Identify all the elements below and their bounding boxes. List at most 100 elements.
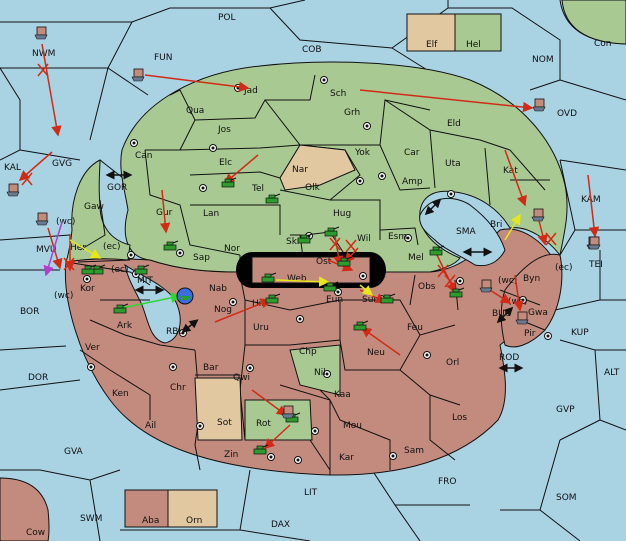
fleet-unit-mvu[interactable] [35,212,49,226]
land-label-obs[interactable]: Obs [418,282,436,292]
land-label-sam[interactable]: Sam [404,446,424,456]
fleet-unit-rha[interactable] [531,208,545,222]
land-label-ail[interactable]: Ail [145,421,156,431]
land-label-eld[interactable]: Eld [447,119,461,129]
land-label-nil[interactable]: Nil [314,368,326,378]
land-label-chp[interactable]: Chp [299,347,317,357]
sea-label-gva[interactable]: GVA [64,447,84,457]
sea-label-sma[interactable]: SMA [456,227,476,237]
land-label-esm[interactable]: Esm [388,232,407,242]
land-label-ark[interactable]: Ark [117,321,133,331]
territory-sot[interactable] [194,377,243,441]
army-unit-eun[interactable] [323,281,339,292]
land-label-uru[interactable]: Uru [253,323,269,333]
land-label-web[interactable]: Web [287,274,307,284]
land-label-jos[interactable]: Jos [217,125,231,135]
sea-label-bor[interactable]: BOR [20,307,39,317]
land-label-eun[interactable]: Eun [326,295,343,305]
sea-label-ovd[interactable]: OVD [557,109,577,119]
land-label-nog[interactable]: Nog [214,305,232,315]
sea-label-rod[interactable]: ROD [499,353,519,363]
sea-label-kal[interactable]: KAL [4,163,21,173]
army-unit-mel[interactable] [429,245,445,256]
fleet-unit-kal[interactable] [6,183,20,197]
land-label-wil[interactable]: Wil [357,234,371,244]
fleet-unit-nwm[interactable] [34,26,48,40]
land-label-sch[interactable]: Sch [330,89,346,99]
land-label-ken[interactable]: Ken [112,389,129,399]
land-label-zin[interactable]: Zin [224,450,238,460]
land-label-hug[interactable]: Hug [333,209,351,219]
land-label-kor[interactable]: Kor [80,284,95,294]
land-label-chr[interactable]: Chr [170,383,186,393]
fleet-unit-fun[interactable] [131,68,145,82]
army-unit-sun[interactable] [380,293,396,304]
land-label-nab[interactable]: Nab [209,284,227,294]
land-label-byn[interactable]: Byn [523,274,540,284]
sea-label-som[interactable]: SOM [556,493,577,503]
sea-label-alt[interactable]: ALT [604,368,620,378]
land-label-mel[interactable]: Mel [408,253,424,263]
land-label-skr[interactable]: Skr [286,237,301,247]
army-unit-web[interactable] [261,272,277,283]
fleet-unit-kam[interactable] [587,236,601,250]
land-label-olk[interactable]: Olk [305,183,321,193]
sea-label-pol[interactable]: POL [218,13,236,23]
territory-rot[interactable] [244,399,313,441]
fleet-unit-buc[interactable] [479,279,493,293]
land-label-her[interactable]: Her [70,243,86,253]
army-unit-skr[interactable] [297,233,313,244]
army-unit-zin[interactable] [253,444,269,455]
territory-nar[interactable] [279,144,356,191]
sea-label-gvg[interactable]: GVG [52,159,72,169]
sea-label-lit[interactable]: LIT [304,488,318,498]
land-label-grh[interactable]: Grh [344,108,360,118]
army-unit-neu[interactable] [353,320,369,331]
sea-label-cow[interactable]: Cow [26,528,45,538]
army-unit-gur[interactable] [163,240,179,251]
sea-label-rbu[interactable]: RBU [166,327,185,337]
land-label-kar[interactable]: Kar [339,453,354,463]
sea-label-mvu[interactable]: MVU [36,245,57,255]
army-unit-obs[interactable] [449,287,465,298]
fleet-unit-gwa[interactable] [515,311,529,325]
army-unit-ost[interactable] [337,256,353,267]
army-unit-wil[interactable] [324,226,340,237]
sea-label-gor[interactable]: GOR [107,183,127,193]
land-label-yok[interactable]: Yok [354,148,371,158]
land-label-kaa[interactable]: Kaa [334,390,351,400]
land-label-can[interactable]: Can [135,151,153,161]
army-unit-tel[interactable] [265,193,281,204]
sea-label-swm[interactable]: SWM [80,514,102,524]
army-unit-kor[interactable] [81,264,97,275]
territory-nil[interactable] [289,344,341,396]
fleet-unit-ovd[interactable] [532,98,546,112]
army-unit-sap[interactable] [134,264,150,275]
convoy-fleet-marker[interactable] [176,287,194,305]
land-label-bri[interactable]: Bri [490,220,502,230]
land-label-sap[interactable]: Sap [193,253,210,263]
land-label-feu[interactable]: Feu [407,323,423,333]
land-label-nor[interactable]: Nor [224,244,240,254]
land-label-pir[interactable]: Pir [524,329,536,339]
land-label-gwa[interactable]: Gwa [528,308,548,318]
land-label-hil[interactable]: Hil [252,299,264,309]
sea-label-dor[interactable]: DOR [28,373,48,383]
land-label-los[interactable]: Los [452,413,467,423]
sea-label-gvp[interactable]: GVP [556,405,575,415]
land-label-ver[interactable]: Ver [85,343,100,353]
land-label-jad[interactable]: Jad [243,86,258,96]
land-label-elc[interactable]: Elc [219,158,232,168]
sea-label-con[interactable]: Con [594,39,612,49]
army-unit-hil[interactable] [265,293,281,304]
land-label-uta[interactable]: Uta [445,159,461,169]
sea-label-nom[interactable]: NOM [532,55,554,65]
land-label-orl[interactable]: Orl [446,358,459,368]
sea-label-kup[interactable]: KUP [571,328,589,338]
sea-label-mit[interactable]: MIT [137,276,153,286]
land-label-mou[interactable]: Mou [343,421,362,431]
fleet-unit-rot[interactable] [281,405,295,419]
sea-label-fro[interactable]: FRO [438,477,457,487]
land-label-bar[interactable]: Bar [203,363,219,373]
army-unit-ark[interactable] [113,303,129,314]
